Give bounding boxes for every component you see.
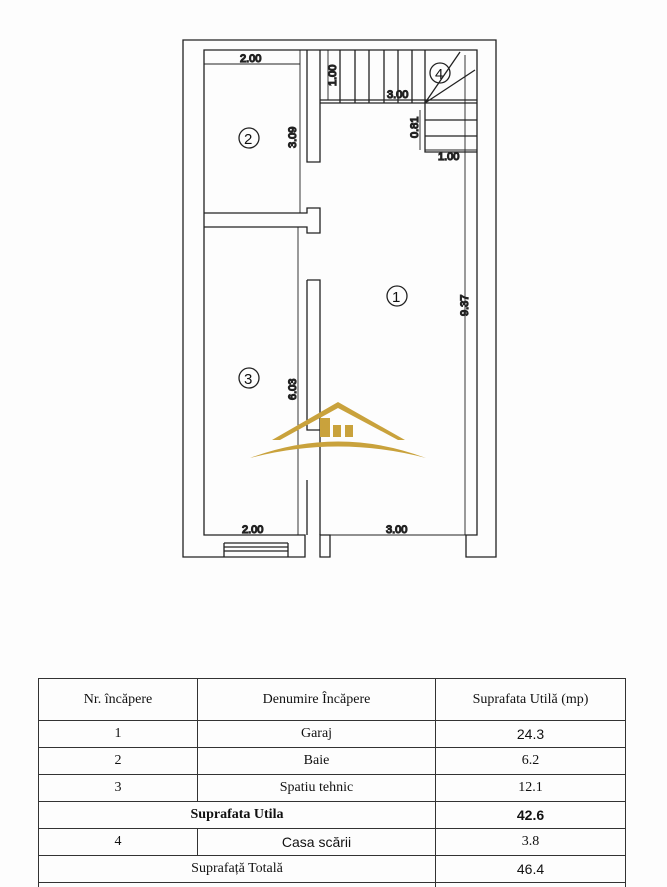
window	[223, 542, 289, 557]
dim-stair-depth: 1.00	[327, 65, 339, 86]
svg-text:3: 3	[244, 371, 252, 388]
logo	[250, 402, 426, 458]
table-row: 4 Casa scării 3.8	[38, 828, 626, 856]
cell-nr: 2	[38, 747, 198, 775]
cell-area: 12.1	[435, 774, 626, 802]
wall-post-right	[319, 534, 331, 558]
cell-name: Casa scării	[197, 828, 436, 856]
dimension-lines	[204, 50, 477, 536]
total-label: Suprafață Totală	[38, 855, 436, 883]
cell-name: Garaj	[197, 720, 436, 748]
cell-area: 6.2	[435, 747, 626, 775]
empty-cell	[38, 882, 436, 887]
cell-nr: 4	[38, 828, 198, 856]
stair-flight	[320, 50, 477, 153]
room-label-4: 4	[429, 62, 451, 84]
dim-room3-height: 6.03	[287, 379, 299, 400]
dim-total-height: 9.37	[459, 295, 471, 316]
dim-landing-height: 0.81	[409, 117, 421, 138]
dim-landing-width: 1.00	[438, 151, 459, 163]
header-area: Suprafata Utilă (mp)	[435, 678, 626, 721]
room-label-1: 1	[386, 285, 408, 307]
room-label-2: 2	[238, 127, 260, 149]
table-row: 1 Garaj 24.3	[38, 720, 626, 748]
subtotal-label: Suprafata Utila	[38, 801, 436, 829]
outer-wall	[182, 39, 497, 558]
header-nr: Nr. încăpere	[38, 678, 198, 721]
table-row: 3 Spatiu tehnic 12.1	[38, 774, 626, 802]
svg-text:2: 2	[244, 131, 252, 148]
dim-bottom-right-width: 3.00	[386, 524, 407, 536]
dim-top-left-width: 2.00	[240, 53, 261, 65]
dim-bottom-left-width: 2.00	[242, 524, 263, 536]
header-name: Denumire Încăpere	[197, 678, 436, 721]
cell-name: Spatiu tehnic	[197, 774, 436, 802]
cell-name: Baie	[197, 747, 436, 775]
svg-text:4: 4	[435, 66, 443, 83]
table-row: 2 Baie 6.2	[38, 747, 626, 775]
subtotal-row: Suprafata Utila 42.6	[38, 801, 626, 829]
dim-stair-length: 3.00	[387, 89, 408, 101]
cell-area: 24.3	[435, 720, 626, 748]
area-table: Nr. încăpere Denumire Încăpere Suprafata…	[38, 678, 626, 887]
upper-partition	[306, 50, 321, 163]
cell-area: 3.8	[435, 828, 626, 856]
total-area: 46.4	[435, 855, 626, 883]
cell-nr: 1	[38, 720, 198, 748]
empty-cell	[435, 882, 626, 887]
cell-nr: 3	[38, 774, 198, 802]
svg-text:1: 1	[392, 289, 400, 306]
lower-partition	[306, 279, 321, 535]
dim-room2-height: 3.09	[287, 127, 299, 148]
total-row: Suprafață Totală 46.4	[38, 855, 626, 883]
table-row-partial	[38, 882, 626, 887]
room-label-3: 3	[238, 367, 260, 389]
subtotal-area: 42.6	[435, 801, 626, 829]
room2-wall	[204, 207, 321, 234]
